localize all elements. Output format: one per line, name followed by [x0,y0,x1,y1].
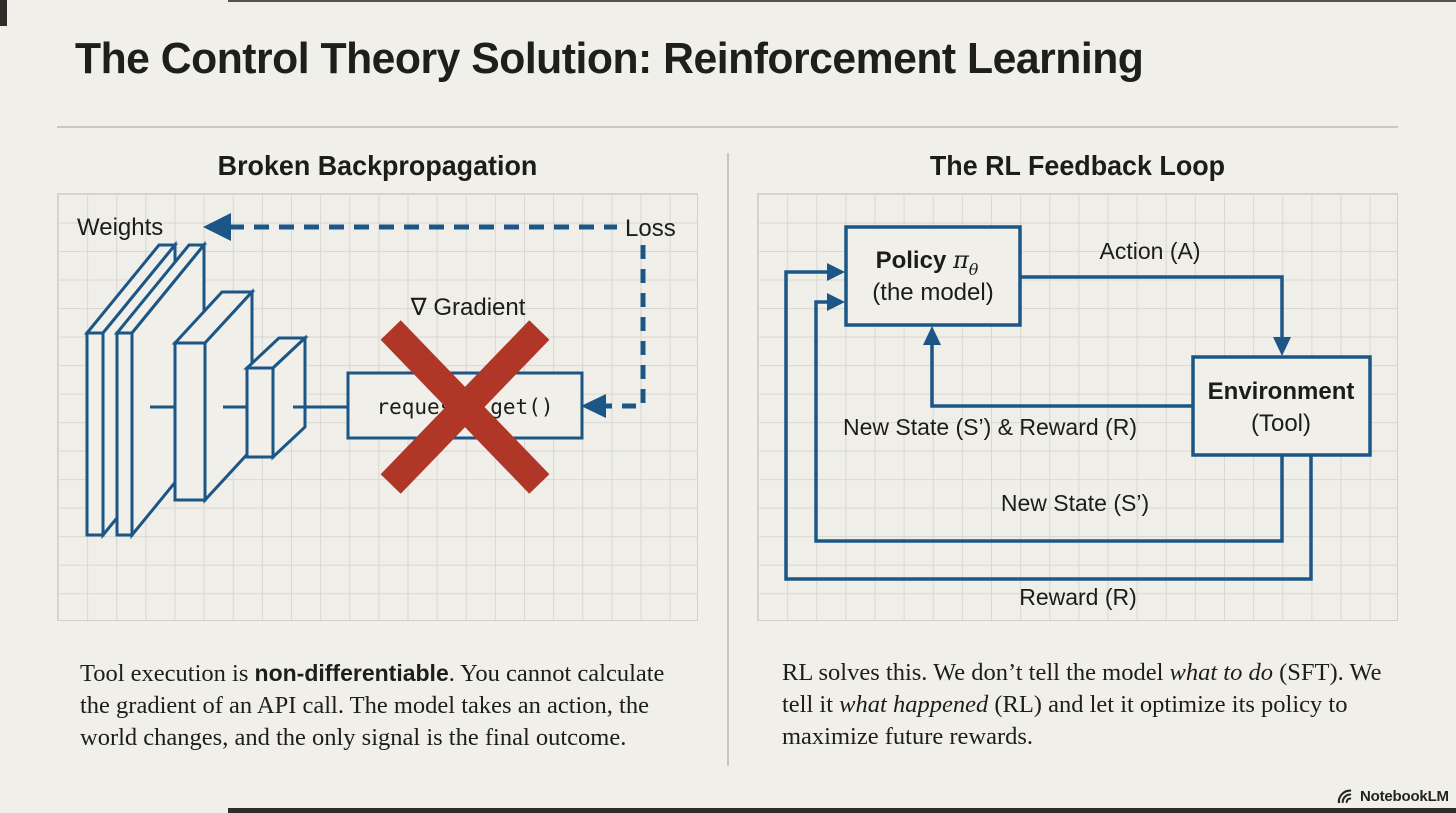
environment-node-subtitle: (Tool) [1251,410,1311,437]
column-divider [727,153,729,766]
policy-node-subtitle: (the model) [872,279,993,306]
loop-edges [784,270,1313,581]
environment-node [1191,355,1372,457]
arrowhead-right-icon [827,263,845,281]
frame-bottom-strip [228,808,1456,813]
crossed-out-icon [380,320,550,494]
frame-top-line [228,0,1456,2]
arrowhead-right-icon [827,293,845,311]
gradient-label: ∇ Gradient [410,294,526,321]
left-caption-text: Tool execution is [80,659,255,687]
title-divider [57,126,1398,128]
new-state-edge [814,300,1284,543]
left-caption-bold: non-differentiable [254,659,449,686]
policy-node-title: Policy πθ [876,246,979,279]
notebooklm-label: NotebookLM [1360,787,1449,805]
rl-feedback-diagram: Policy πθ (the model) Environment (Tool)… [784,225,1372,610]
right-caption-text: (RL) and let it optimize its policy to m… [782,690,1348,750]
page-title: The Control Theory Solution: Reinforceme… [75,34,1144,83]
new-state-label: New State (S’) [1001,490,1149,516]
state-reward-edge [930,339,1193,408]
policy-node [844,225,1022,327]
nn-layer3-front [173,341,207,502]
action-edge [1020,275,1284,343]
right-caption-italic: what to do [1169,658,1273,686]
broken-backprop-diagram: requests.get() Weights Loss ∇ Gradient [77,213,676,540]
right-caption-text: RL solves this. We don’t tell the model [782,658,1170,686]
left-section-heading: Broken Backpropagation [217,150,538,181]
nn-layer1-front [85,331,105,537]
weights-label: Weights [77,214,163,241]
rl-feedback-panel: Policy πθ (the model) Environment (Tool)… [757,193,1398,621]
reward-label: Reward (R) [1019,584,1137,610]
right-caption-italic: what happened [839,690,989,718]
state-reward-label: New State (S’) & Reward (R) [843,414,1137,440]
right-section-heading: The RL Feedback Loop [929,150,1226,181]
nn-layer2-front [115,331,134,537]
right-caption-text: (SFT). We tell it [782,658,1382,718]
right-caption: RL solves this. We don’t tell the model … [782,657,1390,753]
loop-arrowheads [827,263,1291,356]
reward-edge [784,270,1313,581]
arrowhead-up-icon [923,326,941,345]
arrowhead-left-icon [203,213,231,241]
loss-to-tool-dashed-line [595,245,646,409]
broken-backprop-panel: requests.get() Weights Loss ∇ Gradient [57,193,698,621]
notebooklm-logo-icon [1337,789,1352,803]
frame-corner-mark [0,0,7,26]
loss-label: Loss [625,215,676,242]
arrowhead-left-icon [581,394,606,418]
neural-network-layers [83,240,309,540]
left-caption-text: . You cannot calculate the gradient of a… [80,659,665,751]
left-caption: Tool execution is non-differentiable. Yo… [80,657,688,754]
action-label: Action (A) [1100,238,1201,264]
notebooklm-brand: NotebookLM [1336,785,1449,807]
environment-node-title: Environment [1208,378,1355,405]
nn-layer4-front [245,366,275,459]
arrowhead-down-icon [1273,337,1291,356]
